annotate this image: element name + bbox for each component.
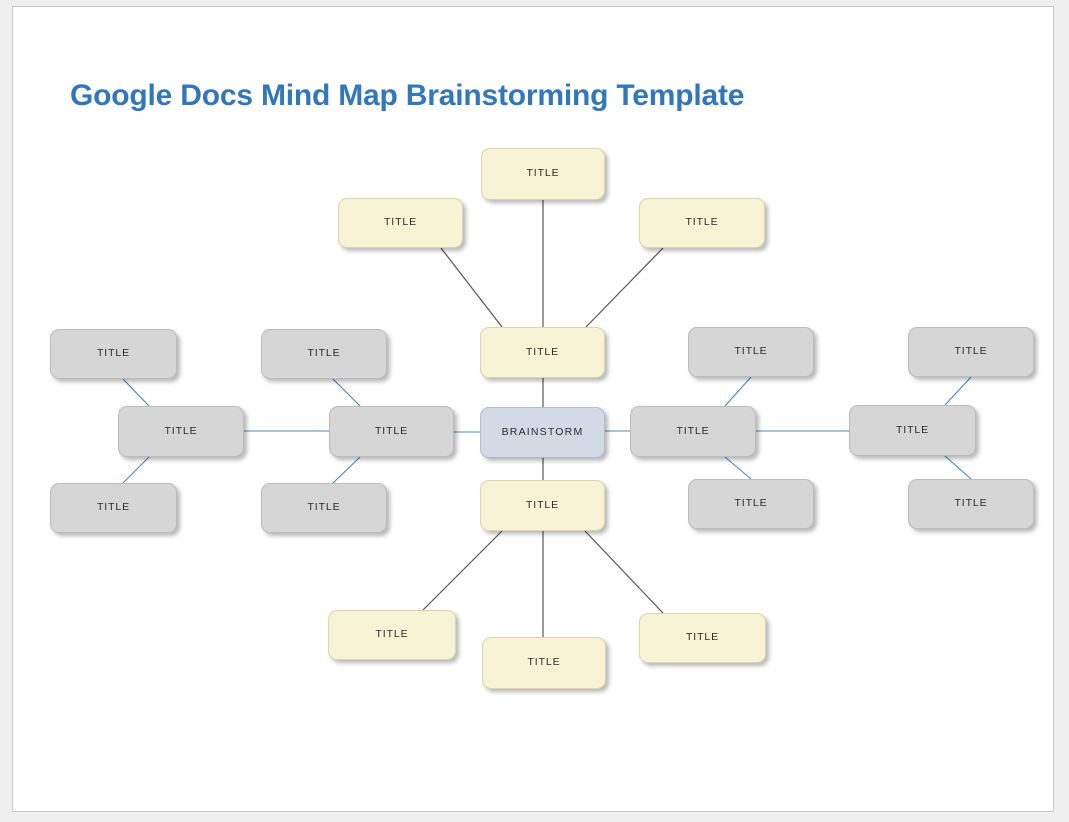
mindmap-node-left-outer-hub[interactable]: TITLE [118, 406, 244, 457]
node-label: TITLE [164, 424, 198, 437]
node-label: TITLE [685, 216, 719, 229]
node-label: BRAINSTORM [501, 425, 584, 438]
mindmap-node-bottom-right-leaf[interactable]: TITLE [639, 613, 766, 663]
node-label: TITLE [734, 345, 768, 358]
node-label: TITLE [307, 347, 341, 360]
mindmap-node-right-outer-top[interactable]: TITLE [908, 327, 1034, 377]
mind-map-canvas: TITLE TITLE TITLE TITLE TITLE TITLE TITLE TITLE… [13, 7, 1053, 811]
mindmap-node-right-inner-top[interactable]: TITLE [688, 327, 814, 377]
mindmap-node-bottom-center-inner[interactable]: TITLE [480, 480, 605, 531]
node-label: TITLE [525, 345, 560, 358]
connector-top-left-leaf-to-top-center-inner [440, 247, 503, 328]
mindmap-node-left-inner-bottom[interactable]: TITLE [261, 483, 387, 533]
node-label: TITLE [895, 423, 930, 436]
mindmap-node-right-inner-bottom[interactable]: TITLE [688, 479, 814, 529]
node-label: TITLE [374, 424, 409, 437]
connector-left-outer-hub-to-left-outer-top [122, 378, 150, 407]
mindmap-node-left-inner-top[interactable]: TITLE [261, 329, 387, 379]
mindmap-node-bottom-left-leaf[interactable]: TITLE [328, 610, 456, 660]
connector-top-right-leaf-to-top-center-inner [585, 247, 664, 328]
mindmap-node-right-outer-hub[interactable]: TITLE [849, 405, 976, 456]
connector-right-inner-hub-to-right-inner-top [724, 376, 752, 407]
node-label: TITLE [954, 345, 988, 358]
connector-bottom-center-inner-to-bottom-right-leaf [584, 530, 664, 614]
node-label: TITLE [525, 498, 560, 511]
node-label: TITLE [526, 167, 560, 180]
node-label: TITLE [734, 497, 768, 510]
connector-right-outer-hub-to-right-outer-bottom [944, 455, 972, 480]
document-page: Google Docs Mind Map Brainstorming Templ… [12, 6, 1054, 812]
mindmap-node-top-right-leaf[interactable]: TITLE [639, 198, 765, 248]
mindmap-node-right-inner-hub[interactable]: TITLE [630, 406, 756, 457]
mindmap-node-top-left-leaf[interactable]: TITLE [338, 198, 463, 248]
connector-right-outer-hub-to-right-outer-top [944, 376, 972, 406]
connector-right-inner-hub-to-right-inner-bottom [724, 456, 752, 480]
connector-left-inner-hub-to-left-inner-bottom [332, 456, 361, 484]
connector-bottom-center-inner-to-bottom-left-leaf [422, 530, 503, 611]
node-label: TITLE [954, 497, 988, 510]
page-title: Google Docs Mind Map Brainstorming Templ… [70, 79, 745, 113]
node-label: TITLE [383, 216, 418, 229]
node-label: TITLE [527, 656, 561, 669]
connector-left-inner-hub-to-left-inner-top [332, 378, 361, 407]
mindmap-node-top-center-outer[interactable]: TITLE [481, 148, 605, 200]
node-label: TITLE [676, 424, 710, 437]
mindmap-node-left-inner-hub[interactable]: TITLE [329, 406, 454, 457]
node-label: TITLE [307, 501, 341, 514]
mindmap-node-bottom-center-outer[interactable]: TITLE [482, 637, 606, 689]
mindmap-node-center[interactable]: BRAINSTORM [480, 407, 605, 458]
mindmap-node-left-outer-top[interactable]: TITLE [50, 329, 177, 379]
connector-left-outer-hub-to-left-outer-bottom [122, 456, 150, 484]
node-label: TITLE [685, 631, 720, 644]
node-label: TITLE [375, 628, 409, 641]
node-label: TITLE [96, 347, 131, 360]
mindmap-node-top-center-inner[interactable]: TITLE [480, 327, 605, 378]
mindmap-node-left-outer-bottom[interactable]: TITLE [50, 483, 177, 533]
node-label: TITLE [96, 501, 131, 514]
mindmap-node-right-outer-bottom[interactable]: TITLE [908, 479, 1034, 529]
